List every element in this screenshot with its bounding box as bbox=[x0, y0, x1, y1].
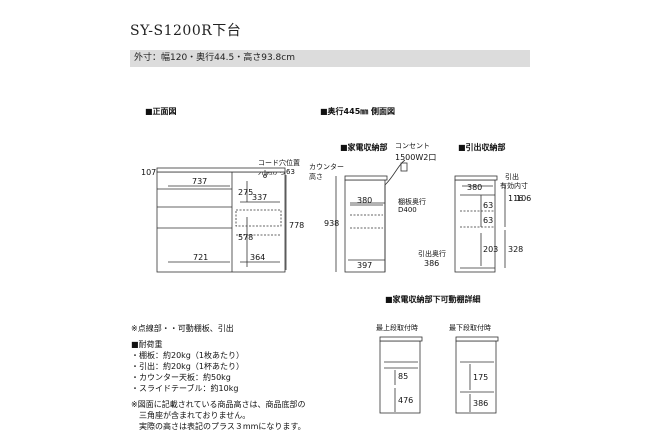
load-item: ・棚板：約20kg（1枚あたり） bbox=[131, 351, 244, 360]
drawer-dim-328: 328 bbox=[508, 245, 523, 254]
outlet-label-2: 1500W2口 bbox=[395, 153, 437, 162]
outlet-icon bbox=[400, 162, 408, 172]
section-appliance: ■家電収納部 bbox=[340, 143, 388, 152]
front-cabinet-outline bbox=[156, 171, 286, 273]
bottom-mount-label: 最下段取付時 bbox=[449, 324, 491, 332]
shelf-depth-label-2: D400 bbox=[398, 206, 417, 214]
front-dim-337: 337 bbox=[252, 193, 267, 202]
section-drawer: ■引出収納部 bbox=[458, 143, 506, 152]
load-item: ・引出：約20kg（1杯あたり） bbox=[131, 362, 244, 371]
outlet-label-1: コンセント bbox=[395, 142, 430, 150]
front-dim-364: 364 bbox=[250, 253, 265, 262]
detail-top-dim-476: 476 bbox=[398, 396, 413, 405]
section-side: ■奥行445㎜ 側面図 bbox=[320, 107, 396, 116]
front-dim-578: 578 bbox=[238, 233, 253, 242]
front-dim-275: 275 bbox=[238, 188, 253, 197]
drawer-dim-63b: 63 bbox=[483, 216, 493, 225]
side-dim-397: 397 bbox=[357, 261, 372, 270]
footnote-line: 実際の高さは表記のプラス３mmになります。 bbox=[131, 422, 306, 431]
load-item: ・スライドテーブル：約10kg bbox=[131, 384, 239, 393]
drawer-inner-label-1: 引出 bbox=[505, 173, 519, 181]
side-dim-938: 938 bbox=[324, 219, 339, 228]
side-dim-380: 380 bbox=[357, 196, 372, 205]
drawer-dim-63a: 63 bbox=[483, 201, 493, 210]
detail-bottom-dim-386: 386 bbox=[473, 399, 488, 408]
drawer-dim-116: 116 bbox=[508, 194, 523, 203]
load-capacity-title: ■耐荷重 bbox=[131, 340, 163, 349]
cord-hole-label-1: コード穴位置 bbox=[258, 159, 300, 167]
drawer-side-outline bbox=[454, 179, 496, 273]
detail-top-dim-85: 85 bbox=[398, 372, 408, 381]
top-mount-label: 最上段取付時 bbox=[376, 324, 418, 332]
shelf-depth-label-1: 棚板奥行 bbox=[398, 198, 426, 206]
drawer-depth-label: 引出奥行 bbox=[418, 250, 446, 258]
front-dim-737: 737 bbox=[192, 177, 207, 186]
dotted-line-note: ※点線部・・可動棚板、引出 bbox=[131, 324, 234, 333]
page-title: SY-S1200R下台 bbox=[130, 23, 242, 39]
section-front: ■正面図 bbox=[145, 107, 177, 116]
drawer-inner-label-2: 有効内寸 bbox=[500, 182, 528, 190]
load-list: ・棚板：約20kg（1枚あたり） ・引出：約20kg（1杯あたり） ・カウンター… bbox=[131, 350, 244, 394]
section-shelf-detail: ■家電収納部下可動棚詳細 bbox=[385, 295, 481, 304]
drawer-dim-203: 203 bbox=[483, 245, 498, 254]
detail-bottom-dim-175: 175 bbox=[473, 373, 488, 382]
footnote-line: 三角座が含まれておりません。 bbox=[131, 411, 251, 420]
drawer-depth-value: 386 bbox=[424, 259, 440, 268]
load-item: ・カウンター天板：約50kg bbox=[131, 373, 231, 382]
front-dim-107: 107 bbox=[141, 168, 156, 177]
front-dim-778: 778 bbox=[289, 221, 304, 230]
appliance-side-outline bbox=[344, 179, 386, 273]
counter-label-2: 高さ bbox=[309, 173, 323, 181]
drawer-dim-106: 106 bbox=[516, 194, 531, 203]
footnote-line: ※図面に記載されている商品高さは、商品底部の bbox=[131, 400, 306, 409]
drawer-dim-380: 380 bbox=[467, 183, 482, 192]
footnote: ※図面に記載されている商品高さは、商品底部の 三角座が含まれておりません。 実際… bbox=[131, 399, 306, 432]
counter-label-1: カウンター bbox=[309, 163, 344, 171]
spec-bar: 外寸：幅120・奥行44.5・高さ93.8cm bbox=[130, 50, 530, 67]
front-dim-721: 721 bbox=[193, 253, 208, 262]
